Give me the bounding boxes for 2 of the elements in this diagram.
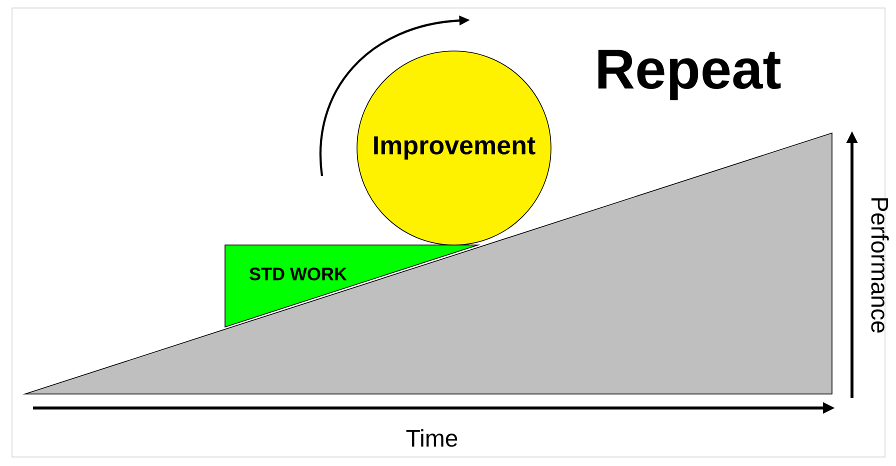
axis-label: Performance — [871, 198, 889, 333]
axis-label: Time — [406, 429, 458, 447]
